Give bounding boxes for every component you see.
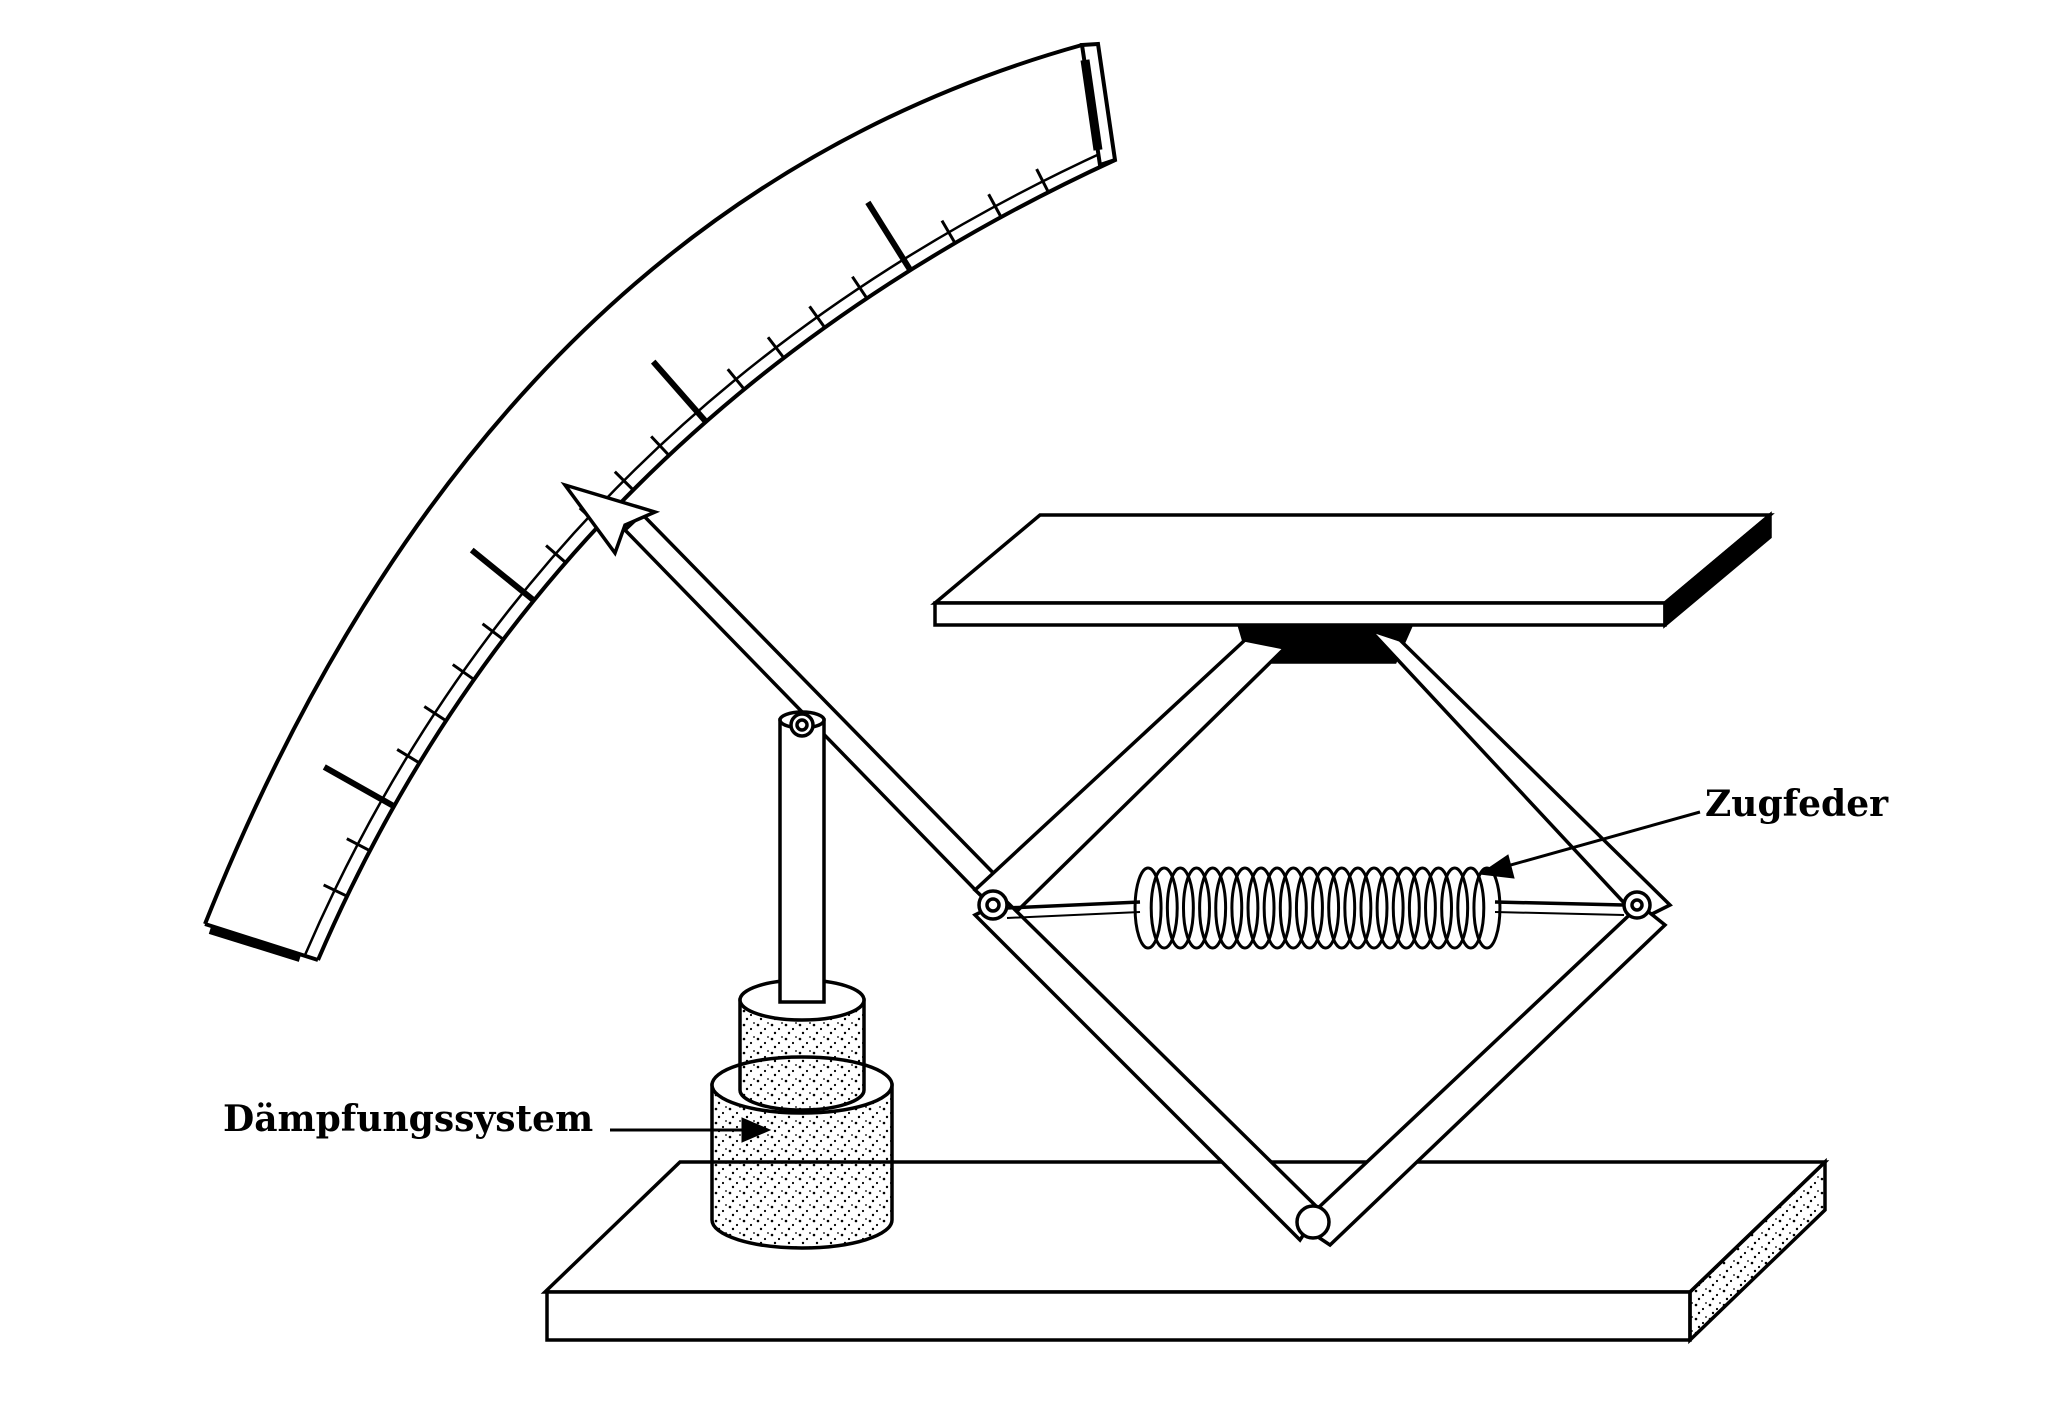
link-upper-right xyxy=(1368,628,1673,923)
spring-coil xyxy=(1375,866,1405,950)
spring-coil xyxy=(1230,866,1260,950)
scale-minor-tick xyxy=(451,663,475,681)
scale-minor-tick xyxy=(940,219,957,244)
top-platform-side xyxy=(1663,511,1772,629)
spring-coil xyxy=(1327,866,1357,950)
scale-minor-tick xyxy=(346,837,371,853)
base-plate-front xyxy=(545,1290,1692,1342)
base-plate-side xyxy=(1688,1157,1827,1345)
scale-major-tick xyxy=(469,547,536,603)
top-platform-front xyxy=(933,601,1667,627)
spring-callout-head xyxy=(1478,854,1515,879)
curved-scale xyxy=(203,41,1118,962)
spring-coil xyxy=(1262,866,1292,950)
scale-minor-tick xyxy=(322,883,348,898)
scale-minor-tick xyxy=(726,368,746,391)
pivot-bottom xyxy=(1295,1204,1331,1240)
pivot-right-inner xyxy=(1630,898,1644,912)
spring-coil xyxy=(1165,866,1195,950)
scale-inner-rim xyxy=(303,148,1109,956)
scale-inner-edge xyxy=(316,158,1116,961)
spring-coil xyxy=(1472,866,1502,950)
spring-coil xyxy=(1133,866,1163,950)
scale-minor-tick xyxy=(481,622,505,641)
spring-coil xyxy=(1440,866,1470,950)
spring-coil xyxy=(1391,866,1421,950)
spring-hook-left-b xyxy=(1006,911,1141,919)
spring-coil xyxy=(1246,866,1276,950)
spring-hook-left xyxy=(1006,900,1141,910)
spring-hook-right-b xyxy=(1494,911,1625,916)
spring-coil xyxy=(1294,866,1324,950)
top-platform xyxy=(930,511,1775,664)
spring-coil xyxy=(1198,866,1228,950)
rod-pivot-inner xyxy=(795,718,809,732)
scale-major-tick xyxy=(865,200,913,272)
scale-minor-tick xyxy=(1035,168,1050,193)
spring-label: Zugfeder xyxy=(1705,783,1889,825)
scale-ticks xyxy=(322,168,1050,898)
scale-major-tick xyxy=(322,764,396,809)
tension-spring xyxy=(1006,866,1625,950)
scale-minor-tick xyxy=(545,544,567,564)
damper-label: Dämpfungssystem xyxy=(223,1098,594,1140)
scale-bottom-end-thick xyxy=(208,926,302,962)
spring-coil xyxy=(1149,866,1179,950)
spring-coil xyxy=(1424,866,1454,950)
scale-minor-tick xyxy=(613,470,635,492)
scale-outer-edge xyxy=(203,43,1083,925)
spring-coil xyxy=(1407,866,1437,950)
spring-coil xyxy=(1214,866,1244,950)
spring-coil xyxy=(1278,866,1308,950)
spring-hook-right xyxy=(1494,900,1625,907)
scale-minor-tick xyxy=(851,275,869,300)
spring-coil xyxy=(1181,866,1211,950)
pivot-left-inner xyxy=(985,897,1001,913)
top-platform-top xyxy=(930,513,1775,605)
spring-coils xyxy=(1133,866,1502,950)
callout-arrows xyxy=(610,810,1701,1143)
damping-system xyxy=(710,710,894,1250)
spring-coil xyxy=(1359,866,1389,950)
damper-rod xyxy=(778,718,826,1004)
scale-minor-tick xyxy=(650,435,671,457)
link-lower-right xyxy=(1297,902,1668,1248)
scale-top-end-thick xyxy=(1080,59,1103,151)
damper-cap xyxy=(738,998,866,1112)
scale-minor-tick xyxy=(987,193,1003,218)
scale-minor-tick xyxy=(396,748,421,765)
damper-callout-head xyxy=(741,1117,772,1143)
spring-coil xyxy=(1343,866,1373,950)
spring-callout-line xyxy=(1499,810,1701,870)
scissor-linkage xyxy=(972,628,1673,1248)
scale-major-tick xyxy=(650,359,709,424)
scale-minor-tick xyxy=(766,336,786,359)
pointer-arrowhead xyxy=(560,481,661,557)
spring-coil xyxy=(1311,866,1341,950)
scale-minor-tick xyxy=(808,305,826,329)
scale-minor-tick xyxy=(423,705,447,722)
spring-coil xyxy=(1456,866,1486,950)
